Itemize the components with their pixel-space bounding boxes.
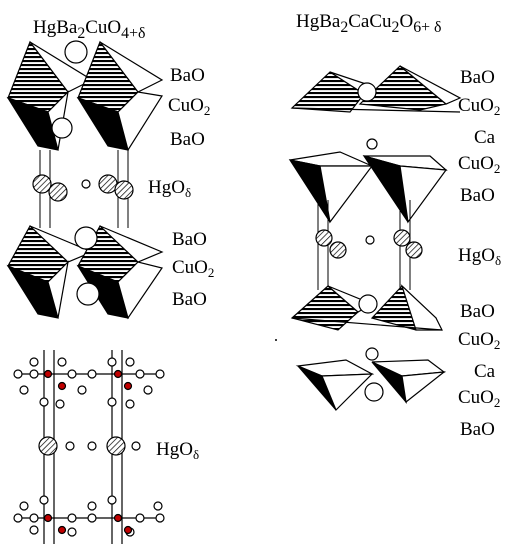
left-label-bao-2: BaO [170, 129, 205, 150]
stray-dot [275, 339, 277, 341]
plane-view-label-hgo: HgOδ [156, 439, 200, 462]
right-label-cuo2-2: CuO2 [458, 153, 501, 176]
right-octahedra-2 [288, 151, 448, 224]
left-label-hgo: HgOδ [148, 177, 192, 200]
right-label-bao-1: BaO [460, 67, 495, 88]
right-hg-atoms [315, 229, 423, 259]
right-formula-title: HgBa2CaCu2O6+ δ [296, 11, 442, 36]
left-hg-atoms [32, 174, 134, 202]
left-octahedra-upper [6, 40, 164, 152]
left-label-cuo2-2: CuO2 [172, 257, 215, 280]
right-octahedra-4 [295, 359, 446, 412]
left-label-bao-3: BaO [172, 229, 207, 250]
hg-plane-view [13, 350, 165, 544]
right-octahedra-1 [290, 65, 462, 150]
right-label-bao-3: BaO [460, 301, 495, 322]
right-label-ca-1: Ca [474, 127, 496, 148]
right-label-ca-2: Ca [474, 361, 496, 382]
right-label-hgo: HgOδ [458, 245, 502, 268]
right-label-bao-2: BaO [460, 185, 495, 206]
left-label-bao-4: BaO [172, 289, 207, 310]
right-label-cuo2-1: CuO2 [458, 95, 501, 118]
right-label-bao-4: BaO [460, 419, 495, 440]
left-formula-title: HgBa2CuO4+δ [33, 17, 146, 42]
right-label-cuo2-4: CuO2 [458, 387, 501, 410]
left-label-bao-1: BaO [170, 65, 205, 86]
right-label-cuo2-3: CuO2 [458, 329, 501, 352]
right-octahedra-3 [290, 283, 443, 361]
left-label-cuo2-1: CuO2 [168, 95, 211, 118]
left-octahedra-lower [6, 225, 164, 320]
